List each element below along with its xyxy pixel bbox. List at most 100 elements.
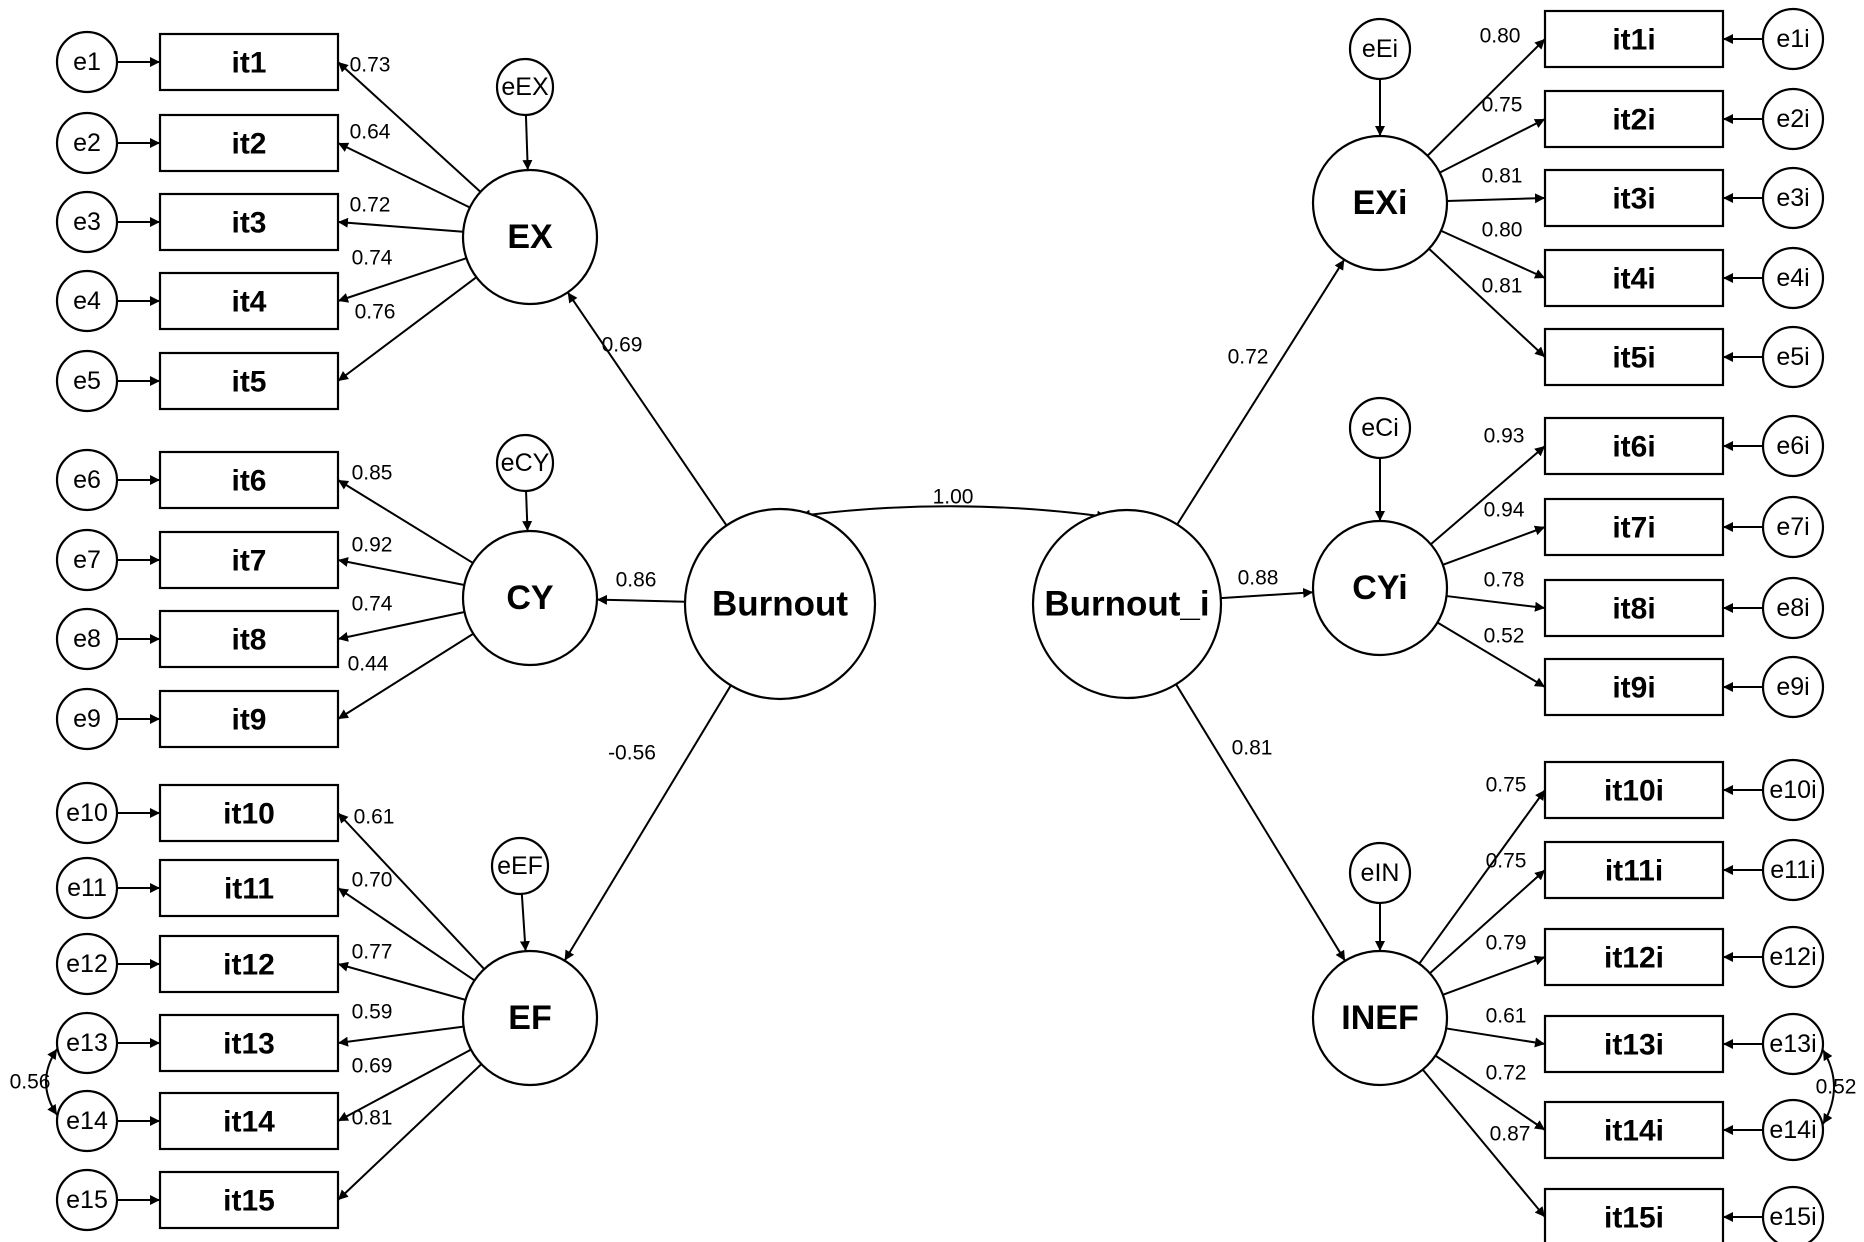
loading-path-it12 — [337, 961, 466, 1001]
loading-path-it12i — [1442, 955, 1546, 996]
indicator-it15 — [158, 1170, 340, 1230]
error-e15 — [55, 1168, 119, 1232]
indicator-label-it12i: it12i — [1604, 942, 1664, 975]
loading-path-it5i — [1428, 247, 1546, 358]
indicator-it10 — [158, 783, 340, 843]
indicator-label-it14: it14 — [223, 1106, 275, 1139]
latent-label-inef: INEF — [1341, 999, 1418, 1037]
structural-path-cyi — [1220, 587, 1314, 600]
error-label-e14: e14 — [66, 1107, 108, 1135]
indicator-label-it2: it2 — [231, 128, 266, 161]
latent-label-ef: EF — [508, 999, 551, 1037]
error-label-e10i: e10i — [1769, 776, 1816, 804]
latent-ef — [461, 949, 599, 1087]
error-e10 — [55, 781, 119, 845]
indicator-label-it12: it12 — [223, 949, 275, 982]
error-e13 — [55, 1011, 119, 1075]
error-label-e11i: e11i — [1770, 856, 1815, 884]
error-e14 — [55, 1089, 119, 1153]
disturbance-eex — [495, 57, 555, 117]
error-e3 — [55, 190, 119, 254]
structural-value-inef: 0.81 — [1232, 737, 1273, 760]
indicator-it1 — [158, 32, 340, 92]
loading-value-it4i: 0.80 — [1482, 219, 1523, 242]
error-label-e11: e11 — [67, 874, 107, 902]
loading-value-it15i: 0.87 — [1490, 1123, 1531, 1146]
indicator-it3i — [1543, 168, 1725, 228]
error-e10i — [1761, 758, 1825, 822]
loading-path-it9i — [1436, 621, 1546, 688]
latent-label-ex: EX — [507, 218, 553, 256]
indicator-label-it6i: it6i — [1612, 431, 1655, 464]
error-e9i — [1761, 655, 1825, 719]
indicator-it5i — [1543, 327, 1725, 387]
error-e8 — [55, 607, 119, 671]
loading-path-it15i — [1421, 1068, 1546, 1218]
structural-path-inef — [1175, 683, 1346, 962]
disturbance-label-eef: eEF — [497, 852, 543, 880]
error-e4 — [55, 269, 119, 333]
indicator-it7 — [158, 530, 340, 590]
indicator-it11 — [158, 858, 340, 918]
error-label-e15i: e15i — [1769, 1203, 1816, 1231]
loading-path-it4 — [337, 257, 467, 303]
error-e1i — [1761, 7, 1825, 71]
loading-value-it7: 0.92 — [352, 534, 393, 557]
error-label-e4i: e4i — [1776, 264, 1809, 292]
error-e7 — [55, 528, 119, 592]
indicator-label-it15i: it15i — [1604, 1202, 1664, 1235]
loading-value-it12: 0.77 — [352, 941, 393, 964]
root-label-burnout: Burnout — [712, 585, 848, 624]
loading-path-it14i — [1434, 1054, 1546, 1131]
structural-path-ef — [563, 684, 732, 962]
structural-path-cy — [596, 594, 686, 605]
error-label-e3i: e3i — [1776, 184, 1809, 212]
loading-path-it2i — [1439, 118, 1546, 174]
indicator-label-it6: it6 — [231, 465, 266, 498]
loading-path-it15 — [337, 1063, 483, 1201]
disturbance-path-eex — [522, 114, 533, 171]
error-e12 — [55, 932, 119, 996]
error-label-e1i: e1i — [1776, 25, 1809, 53]
loading-path-it11i — [1429, 869, 1546, 975]
loading-value-it5: 0.76 — [355, 301, 396, 324]
indicator-label-it9i: it9i — [1612, 672, 1655, 705]
loading-value-it11: 0.70 — [352, 869, 393, 892]
error-label-e6: e6 — [73, 466, 101, 494]
loading-value-it3i: 0.81 — [1482, 165, 1523, 188]
error-e12i — [1761, 925, 1825, 989]
loading-path-it13 — [337, 1025, 464, 1047]
loading-value-it14i: 0.72 — [1486, 1062, 1527, 1085]
loading-path-it10i — [1418, 789, 1546, 965]
indicator-label-it4i: it4i — [1612, 263, 1655, 296]
indicator-it12i — [1543, 927, 1725, 987]
indicator-label-it13: it13 — [223, 1028, 275, 1061]
structural-path-exi — [1176, 259, 1346, 526]
disturbance-path-ecy — [522, 490, 533, 532]
loading-path-it8 — [337, 611, 465, 642]
error-e4i — [1761, 246, 1825, 310]
error-label-e13i: e13i — [1769, 1030, 1816, 1058]
error-e2 — [55, 111, 119, 175]
error-label-e7: e7 — [73, 546, 101, 574]
indicator-it11i — [1543, 840, 1725, 900]
structural-value-cy: 0.86 — [616, 569, 657, 592]
disturbance-eci — [1348, 396, 1412, 460]
error-label-e6i: e6i — [1776, 432, 1809, 460]
loading-value-it3: 0.72 — [350, 194, 391, 217]
disturbance-label-ecy: eCY — [501, 449, 550, 477]
indicator-it6 — [158, 450, 340, 510]
indicator-it2i — [1543, 89, 1725, 149]
error-covariance-path — [45, 1048, 58, 1116]
error-e9 — [55, 687, 119, 751]
error-e6i — [1761, 414, 1825, 478]
indicator-label-it15: it15 — [223, 1185, 275, 1218]
disturbance-eef — [490, 836, 550, 896]
loading-value-it13: 0.59 — [352, 1001, 393, 1024]
error-label-e5: e5 — [73, 367, 101, 395]
error-e15i — [1761, 1185, 1825, 1242]
loading-path-it6i — [1430, 445, 1546, 546]
indicator-it7i — [1543, 497, 1725, 557]
disturbance-label-ein: eIN — [1361, 859, 1400, 887]
structural-value-ex: 0.69 — [602, 334, 643, 357]
